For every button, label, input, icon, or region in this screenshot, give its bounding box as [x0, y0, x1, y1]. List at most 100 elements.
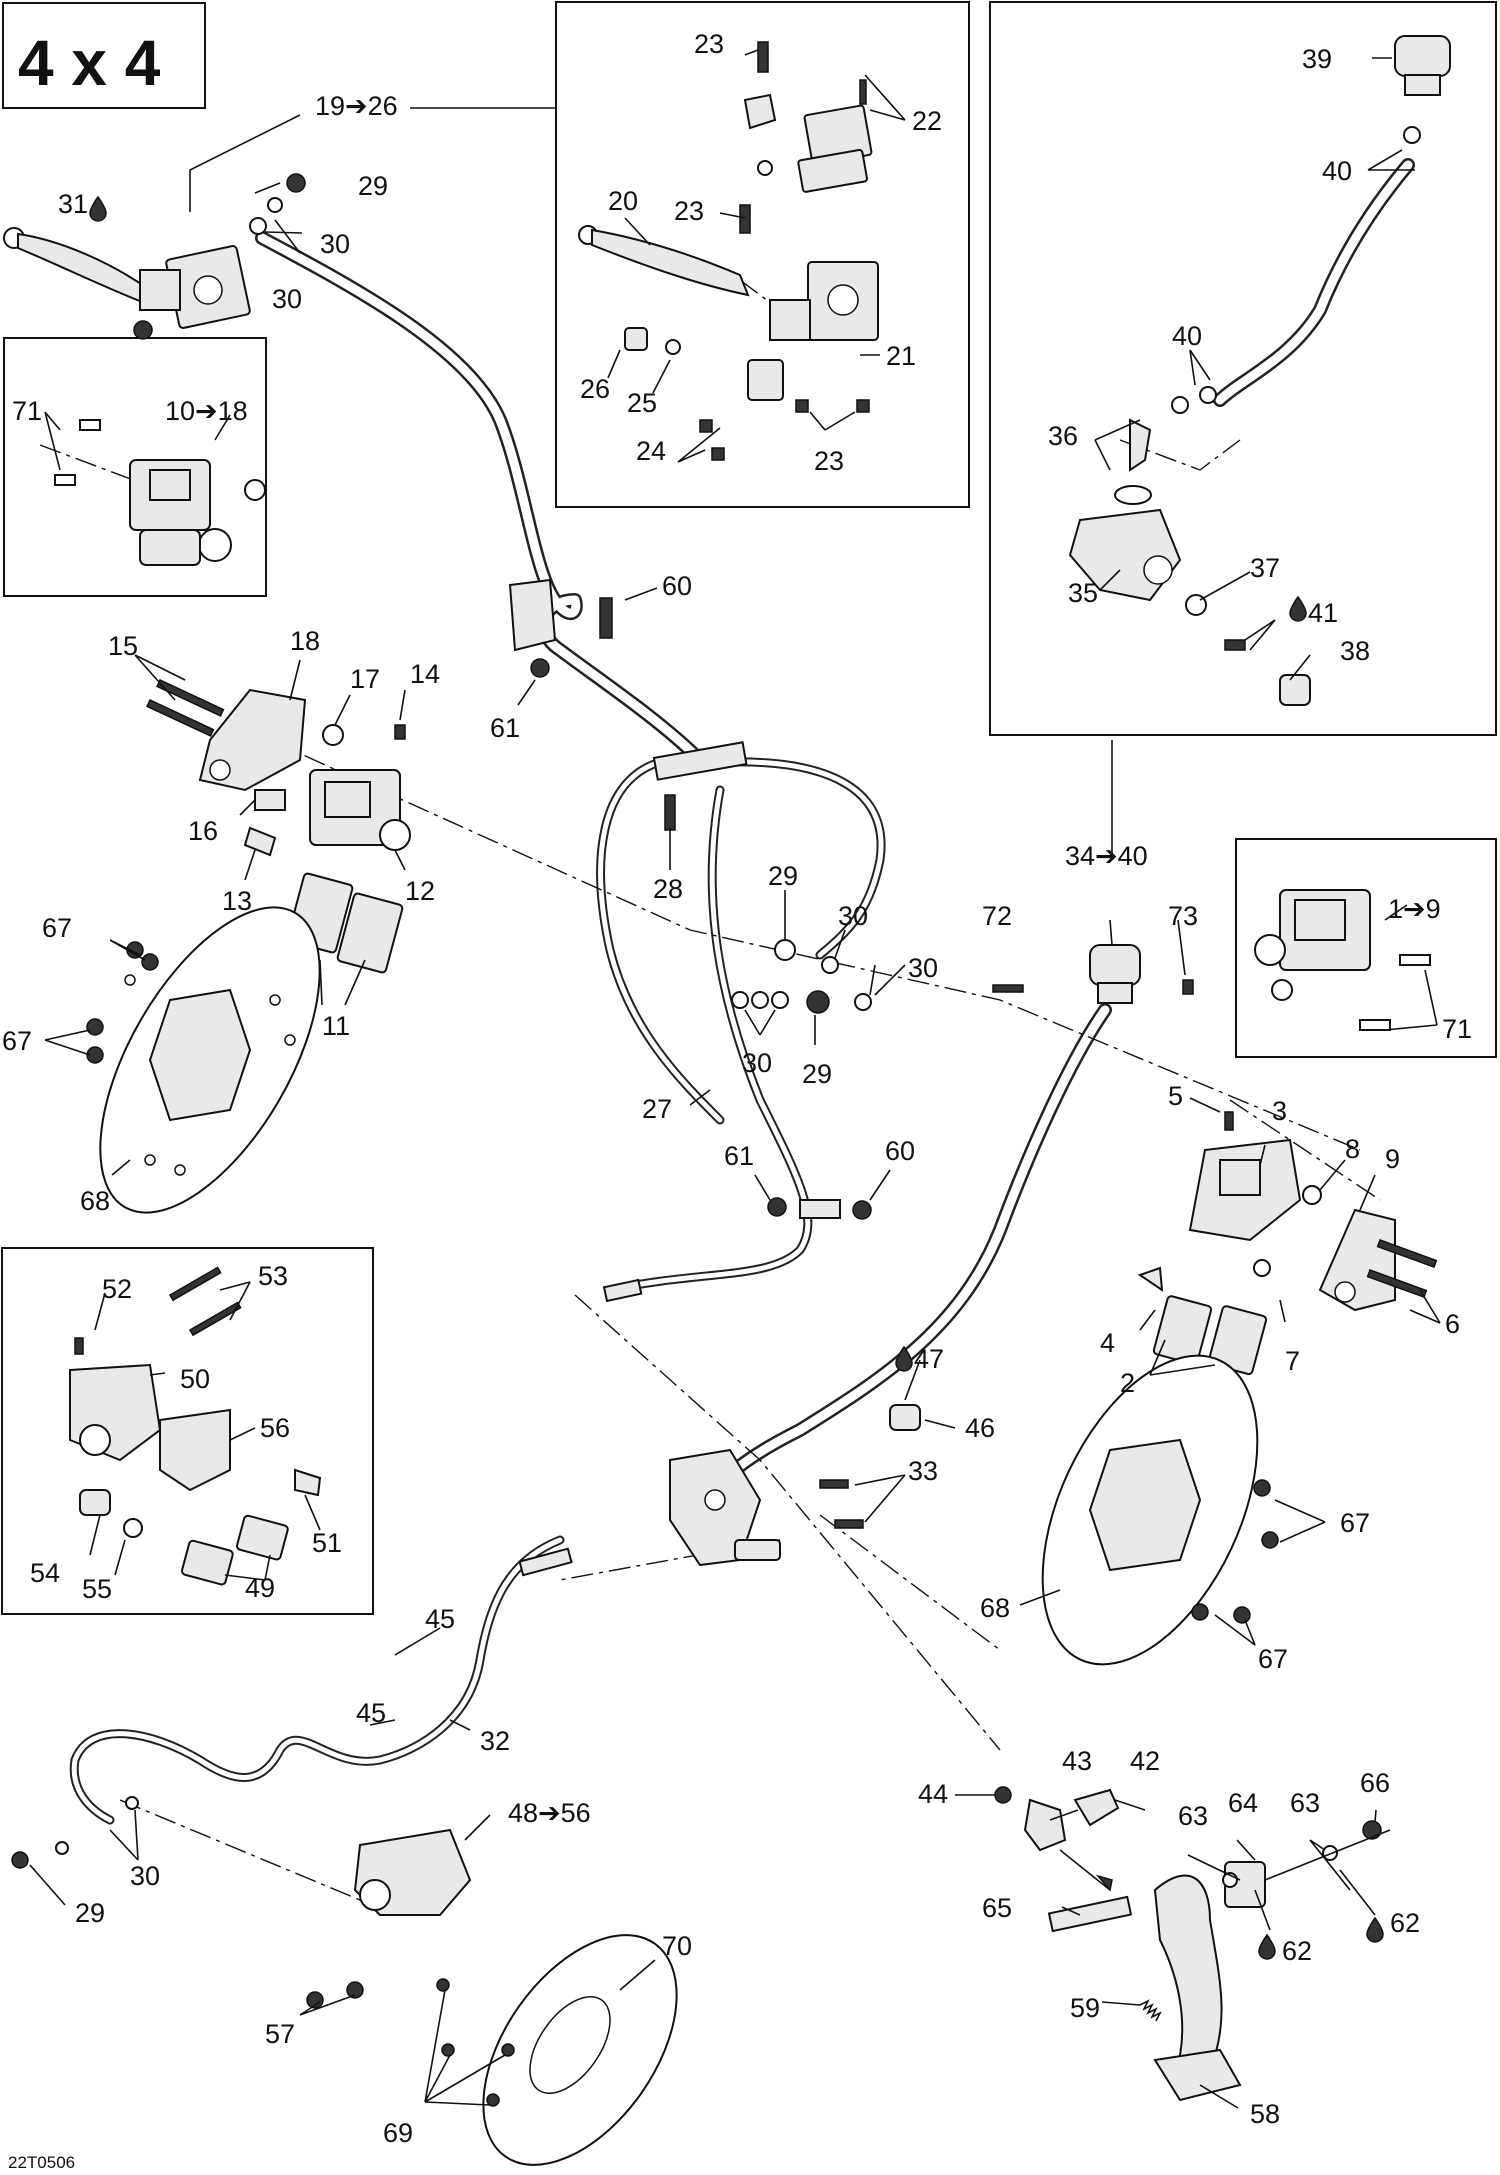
callout-14: 14: [410, 659, 440, 689]
callout-labels: 19➔26 31 29 30 30 23 22 20 23 21 26 25 2…: [2, 29, 1472, 2172]
callout-21: 21: [886, 341, 916, 371]
callout-72: 72: [982, 901, 1012, 931]
callout-18: 18: [290, 626, 320, 656]
rear-master-cylinder-detail-box: [989, 1, 1497, 736]
callout-11: 11: [322, 1011, 350, 1041]
callout-71: 71: [1442, 1014, 1472, 1044]
callout-8: 8: [1345, 1134, 1360, 1164]
callout-64: 64: [1228, 1788, 1258, 1818]
callout-30: 30: [742, 1048, 772, 1078]
callout-48-56: 48➔56: [508, 1798, 591, 1828]
callout-12: 12: [405, 876, 435, 906]
callout-5: 5: [1168, 1081, 1183, 1111]
callout-39: 39: [1302, 44, 1332, 74]
callout-23: 23: [814, 446, 844, 476]
callout-29: 29: [75, 1898, 105, 1928]
callout-60: 60: [662, 571, 692, 601]
callout-7: 7: [1285, 1346, 1300, 1376]
callout-33: 33: [908, 1456, 938, 1486]
callout-65: 65: [982, 1893, 1012, 1923]
callout-51: 51: [312, 1528, 342, 1558]
callout-36: 36: [1048, 421, 1078, 451]
master-cylinder-exploded: [578, 41, 879, 461]
diagram-title: 4 x 4: [18, 27, 161, 99]
rear-caliper-assembly: [11, 1796, 678, 2166]
callout-53: 53: [258, 1261, 288, 1291]
callout-29: 29: [358, 171, 388, 201]
callout-52: 52: [102, 1274, 132, 1304]
callout-26: 26: [580, 374, 610, 404]
callout-23: 23: [674, 196, 704, 226]
master-cylinder-detail-box: [555, 1, 970, 508]
callout-49: 49: [245, 1573, 275, 1603]
callout-20: 20: [608, 186, 638, 216]
callout-32: 32: [480, 1726, 510, 1756]
rear-master-cylinder-main: [669, 944, 1194, 1567]
caliper-detail-left: [54, 419, 266, 566]
rear-caliper-detail: [69, 1266, 322, 1586]
callout-35: 35: [1068, 578, 1098, 608]
callout-47: 47: [914, 1344, 944, 1374]
callout-68: 68: [980, 1593, 1010, 1623]
callout-50: 50: [180, 1364, 210, 1394]
callout-25: 25: [627, 388, 657, 418]
callout-28: 28: [653, 874, 683, 904]
callout-69: 69: [383, 2118, 413, 2148]
callout-62: 62: [1282, 1936, 1312, 1966]
caliper-detail-box-left: [3, 337, 267, 597]
callout-46: 46: [965, 1413, 995, 1443]
callout-57: 57: [265, 2019, 295, 2049]
title-box: [2, 2, 206, 109]
callout-54: 54: [30, 1558, 60, 1588]
callout-31: 31: [58, 189, 88, 219]
callout-59: 59: [1070, 1993, 1100, 2023]
brake-hoses: [69, 158, 1415, 1825]
callout-30: 30: [320, 229, 350, 259]
callout-67: 67: [2, 1026, 32, 1056]
front-left-disc: [86, 906, 321, 1214]
callout-27: 27: [642, 1094, 672, 1124]
callout-2: 2: [1120, 1368, 1135, 1398]
callout-10-18: 10➔18: [165, 396, 248, 426]
callout-15: 15: [108, 631, 138, 661]
callout-16: 16: [188, 816, 218, 846]
callout-9: 9: [1385, 1144, 1400, 1174]
callout-34-40: 34➔40: [1065, 841, 1148, 871]
callout-67: 67: [42, 913, 72, 943]
callout-60: 60: [885, 1136, 915, 1166]
callout-63: 63: [1178, 1801, 1208, 1831]
callout-40: 40: [1172, 321, 1202, 351]
caliper-detail-box-right: [1235, 838, 1497, 1058]
callout-73: 73: [1168, 901, 1198, 931]
callout-30: 30: [272, 284, 302, 314]
callout-71: 71: [12, 396, 42, 426]
rear-caliper-detail-box: [1, 1247, 374, 1615]
drawing-code: 22T0506: [8, 2153, 75, 2172]
callout-63: 63: [1290, 1788, 1320, 1818]
callout-70: 70: [662, 1931, 692, 1961]
callout-44: 44: [918, 1779, 948, 1809]
callout-1-9: 1➔9: [1388, 894, 1441, 924]
callout-19-26: 19➔26: [315, 91, 398, 121]
callout-58: 58: [1250, 2099, 1280, 2129]
brake-line-fittings: [508, 578, 872, 1577]
callout-29: 29: [768, 861, 798, 891]
callout-68: 68: [80, 1186, 110, 1216]
callout-42: 42: [1130, 1746, 1160, 1776]
callout-6: 6: [1445, 1309, 1460, 1339]
callout-43: 43: [1062, 1746, 1092, 1776]
brake-pedal-assembly: [994, 1786, 1391, 2102]
callout-23: 23: [694, 29, 724, 59]
callout-22: 22: [912, 106, 942, 136]
callout-61: 61: [490, 713, 520, 743]
callout-45: 45: [425, 1604, 455, 1634]
callout-40: 40: [1322, 156, 1352, 186]
caliper-detail-right: [1254, 889, 1431, 1031]
leader-lines: [29, 49, 1441, 2109]
callout-3: 3: [1272, 1096, 1287, 1126]
droplet-icon: [89, 195, 1384, 1960]
callout-17: 17: [350, 664, 380, 694]
callout-37: 37: [1250, 553, 1280, 583]
callout-30: 30: [838, 901, 868, 931]
